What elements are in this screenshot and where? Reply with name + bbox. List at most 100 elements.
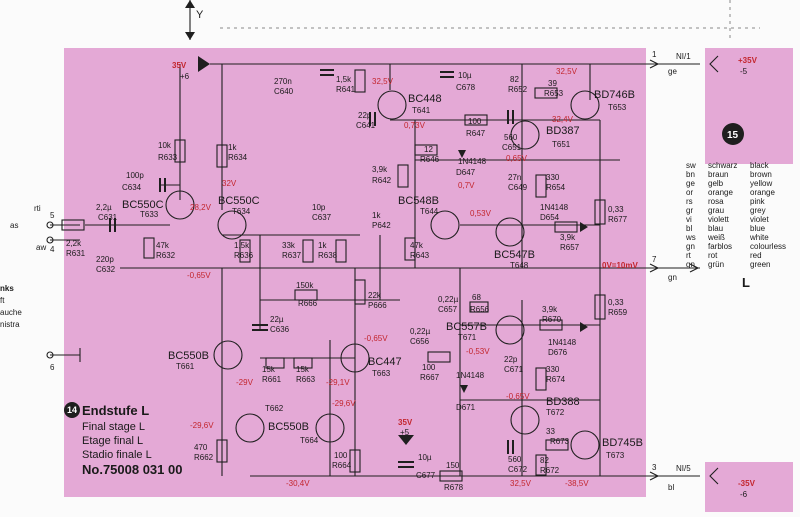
cc-de-2: gelb	[708, 179, 724, 188]
c651-ref: C651	[502, 143, 522, 152]
module-14-number: 14	[67, 405, 77, 415]
r667-ref: R667	[420, 373, 440, 382]
connector-gn-label: gn	[668, 273, 677, 282]
cc-code-5: gr	[686, 206, 693, 215]
r642-ref: R642	[372, 176, 392, 185]
t664-ref: T664	[300, 436, 319, 445]
pin-1: 1	[652, 50, 657, 59]
cc-code-1: bn	[686, 170, 695, 179]
cc-en-10: red	[750, 251, 762, 260]
voltage-v21: -38,5V	[565, 479, 589, 488]
r636-value: 1,5k	[234, 241, 250, 250]
supply-arrow-top	[198, 56, 210, 72]
transistor-t634	[217, 210, 247, 240]
supply-bottom-right-sign: -6	[740, 490, 748, 499]
capacitor-c640	[320, 69, 334, 76]
voltage-v2: 32,5V	[556, 67, 578, 76]
c634-value: 100p	[126, 171, 144, 180]
board-15-bottom	[705, 462, 793, 512]
t633-ref: T633	[140, 210, 159, 219]
pin-7: 7	[652, 255, 657, 264]
cc-code-7: bl	[686, 224, 692, 233]
r663-value: 15k	[296, 365, 310, 374]
r647-value: 100	[468, 117, 482, 126]
capacitor-c678	[440, 71, 454, 78]
transistor-t651	[510, 120, 540, 150]
r636-ref: R636	[234, 251, 254, 260]
c637-value: 10p	[312, 203, 326, 212]
left-text-6: as	[10, 221, 18, 230]
transistor-t633	[165, 190, 195, 220]
module-15-badge	[722, 123, 744, 145]
left-text-3: ft	[0, 296, 5, 305]
r643-ref: R643	[410, 251, 430, 260]
supply-top-right-sign: -5	[740, 67, 748, 76]
cc-de-6: violett	[708, 215, 730, 224]
diode-d647	[458, 150, 466, 158]
t653-ref: T653	[608, 103, 627, 112]
c636-ref: C636	[270, 325, 290, 334]
r641-ref: R641	[336, 85, 356, 94]
pin-5: 5	[50, 211, 55, 220]
r674-value: 330	[546, 365, 560, 374]
voltage-v6: 32V	[222, 179, 237, 188]
connector-top	[649, 59, 660, 69]
connector-n11-label: NI/1	[676, 52, 691, 61]
cc-en-8: white	[749, 233, 769, 242]
c678-ref: C678	[456, 83, 476, 92]
capacitor-c672	[507, 440, 514, 454]
t664-name: BC550B	[268, 421, 309, 433]
cc-en-9: colourless	[750, 242, 786, 251]
resistor-r637	[302, 239, 314, 263]
cc-code-3: or	[686, 188, 693, 197]
diode-d676	[580, 322, 588, 332]
r633-ref: R633	[158, 153, 178, 162]
r653-ref: R653	[544, 89, 564, 98]
r643-value: 47k	[410, 241, 424, 250]
r638-value: 1k	[318, 241, 327, 250]
r637-ref: R637	[282, 251, 302, 260]
module-title-3: Stadio finale L	[82, 449, 152, 461]
t641-ref: T641	[412, 106, 431, 115]
t633-name: BC550C	[122, 199, 164, 211]
cc-de-5: grau	[708, 206, 724, 215]
c641-ref: C641	[356, 121, 376, 130]
cc-code-10: rt	[686, 251, 692, 260]
c634-ref: C634	[122, 183, 142, 192]
connector-bot	[649, 471, 660, 481]
pot-p666	[354, 279, 366, 305]
cc-de-11: grün	[708, 260, 724, 269]
module-title-2: Etage final L	[82, 435, 143, 447]
d671-ref: D671	[456, 403, 476, 412]
r656-ref: R656	[470, 305, 490, 314]
cc-en-1: brown	[750, 170, 772, 179]
voltage-v9: 0,7V	[458, 181, 475, 190]
r638-ref: R638	[318, 251, 338, 260]
p666-value: 22k	[368, 291, 382, 300]
voltage-v15: -29V	[236, 378, 254, 387]
capacitor-c677	[398, 461, 414, 468]
t673-name: BD745B	[602, 437, 643, 449]
r663-ref: R663	[296, 375, 316, 384]
t672-name: BD388	[546, 396, 580, 408]
t644-name: BC548B	[398, 195, 439, 207]
t662-name: T662	[265, 404, 284, 413]
cc-de-9: farblos	[708, 242, 732, 251]
cc-en-6: violet	[750, 215, 769, 224]
t663-name: BC447	[368, 356, 402, 368]
left-text-7: aw	[36, 243, 46, 252]
r673-value: 33	[546, 427, 555, 436]
resistor-r662	[216, 439, 228, 463]
t648-name: BC547B	[494, 249, 535, 261]
resistor-r642	[397, 164, 409, 188]
cc-en-7: blue	[750, 224, 766, 233]
d676-value: 1N4148	[548, 338, 577, 347]
voltage-v13: -0,53V	[466, 347, 490, 356]
resistor-r664	[349, 449, 361, 473]
connector-ge-label: ge	[668, 67, 677, 76]
module-title-0: Endstufe L	[82, 403, 149, 418]
c651-value: 560	[504, 133, 518, 142]
r672-ref: R672	[540, 466, 560, 475]
transistor-t664	[315, 413, 345, 443]
connector-gn	[689, 263, 700, 273]
